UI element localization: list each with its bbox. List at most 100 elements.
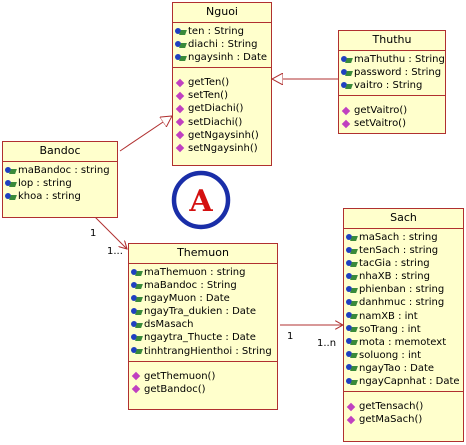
attribute-icon (5, 166, 17, 176)
attribute-section: maSach : string tenSach : string tacGia … (344, 229, 463, 393)
attribute-icon (346, 233, 358, 243)
attribute: lop : string (3, 177, 117, 190)
attribute: mota : memotext (344, 336, 463, 349)
attribute-icon (131, 294, 143, 304)
attribute: maThuthu : String (339, 53, 445, 66)
attribute: vaitro : String (339, 79, 445, 92)
attribute-icon (346, 285, 358, 295)
attribute: ngayTao : Date (344, 362, 463, 375)
attribute: tinhtrangHienthoi : String (129, 345, 277, 358)
operation: getVaitro() (339, 104, 445, 117)
attribute: maThemuon : string (129, 266, 277, 279)
class-bandoc[interactable]: Bandoc maBandoc : string lop : string kh… (2, 141, 118, 218)
association-bandoc-themuon (94, 216, 127, 249)
operation-icon (346, 402, 358, 412)
attribute: password : String (339, 66, 445, 79)
operation-icon (175, 130, 187, 140)
operation: getTen() (173, 76, 271, 89)
attribute-icon (346, 311, 358, 321)
attribute: phienban : string (344, 283, 463, 296)
multiplicity-themuon-sach-end: 1..n (317, 338, 337, 349)
attribute-icon (346, 259, 358, 269)
operation: getTensach() (344, 400, 463, 413)
operation: getBandoc() (129, 383, 277, 396)
multiplicity-bandoc-end: 1 (90, 228, 97, 239)
attribute-section: maThuthu : String password : String vait… (339, 51, 445, 97)
attribute: diachi : String (173, 38, 271, 51)
attribute-icon (131, 307, 143, 317)
attribute-icon (131, 268, 143, 278)
operation: getDiachi() (173, 102, 271, 115)
attribute: ngayCapnhat : Date (344, 375, 463, 388)
attribute-icon (341, 55, 353, 65)
attribute: dsMasach (129, 318, 277, 331)
operation-icon (175, 91, 187, 101)
operation: getMaSach() (344, 413, 463, 426)
attribute-section: maThemuon : string maBandoc : String nga… (129, 264, 277, 362)
attribute-icon (341, 81, 353, 91)
attribute-icon (346, 363, 358, 373)
attribute: tenSach : string (344, 244, 463, 257)
attribute-section: maBandoc : string lop : string khoa : st… (3, 162, 117, 206)
attribute: soTrang : int (344, 323, 463, 336)
attribute-section: ten : String diachi : String ngaysinh : … (173, 23, 271, 69)
logo-letter: A (188, 184, 213, 219)
attribute-icon (346, 324, 358, 334)
attribute: maBandoc : String (129, 279, 277, 292)
generalization-bandoc-nguoi (119, 116, 172, 152)
class-name: Thuthu (339, 31, 445, 51)
operation-section: getTensach() getMaSach() (344, 392, 463, 429)
attribute-icon (346, 272, 358, 282)
class-sach[interactable]: Sach maSach : string tenSach : string ta… (343, 208, 464, 442)
attribute-icon (131, 320, 143, 330)
attribute: ngaytra_Thucte : Date (129, 331, 277, 344)
operation: getThemuon() (129, 370, 277, 383)
attribute: soluong : int (344, 349, 463, 362)
class-name: Bandoc (3, 142, 117, 162)
operation: setDiachi() (173, 116, 271, 129)
operation-icon (346, 415, 358, 425)
attribute-icon (175, 53, 187, 63)
operation: setTen() (173, 89, 271, 102)
operation: setVaitro() (339, 117, 445, 130)
class-themuon[interactable]: Themuon maThemuon : string maBandoc : St… (128, 243, 278, 410)
operation-section: getVaitro() setVaitro() (339, 96, 445, 133)
class-name: Nguoi (173, 3, 271, 23)
attribute: ngaysinh : Date (173, 51, 271, 64)
attribute: namXB : int (344, 310, 463, 323)
multiplicity-themuon-sach-start: 1 (287, 331, 294, 342)
attribute-icon (346, 246, 358, 256)
attribute: danhmuc : string (344, 296, 463, 309)
attribute-icon (346, 350, 358, 360)
attribute-icon (175, 27, 187, 37)
attribute-icon (346, 298, 358, 308)
operation-icon (175, 143, 187, 153)
attribute: ngayTra_dukien : Date (129, 305, 277, 318)
attribute: ngayMuon : Date (129, 292, 277, 305)
attribute-icon (346, 377, 358, 387)
operation-icon (175, 78, 187, 88)
operation-icon (341, 119, 353, 129)
attribute: tacGia : string (344, 257, 463, 270)
operation-icon (175, 117, 187, 127)
class-nguoi[interactable]: Nguoi ten : String diachi : String ngays… (172, 2, 272, 166)
attribute-icon (341, 68, 353, 78)
operation-icon (175, 104, 187, 114)
operation-section: getTen() setTen() getDiachi() setDiachi(… (173, 68, 271, 158)
operation: setNgaysinh() (173, 142, 271, 155)
attribute-icon (131, 281, 143, 291)
operation: getNgaysinh() (173, 129, 271, 142)
attribute: maSach : string (344, 231, 463, 244)
attribute-icon (346, 337, 358, 347)
attribute-icon (131, 346, 143, 356)
attribute: maBandoc : string (3, 164, 117, 177)
letter-a-logo: A (171, 170, 231, 230)
attribute-icon (5, 192, 17, 202)
operation-icon (131, 384, 143, 394)
attribute: nhaXB : string (344, 270, 463, 283)
attribute-icon (131, 333, 143, 343)
attribute: ten : String (173, 25, 271, 38)
operation-icon (341, 106, 353, 116)
class-thuthu[interactable]: Thuthu maThuthu : String password : Stri… (338, 30, 446, 134)
